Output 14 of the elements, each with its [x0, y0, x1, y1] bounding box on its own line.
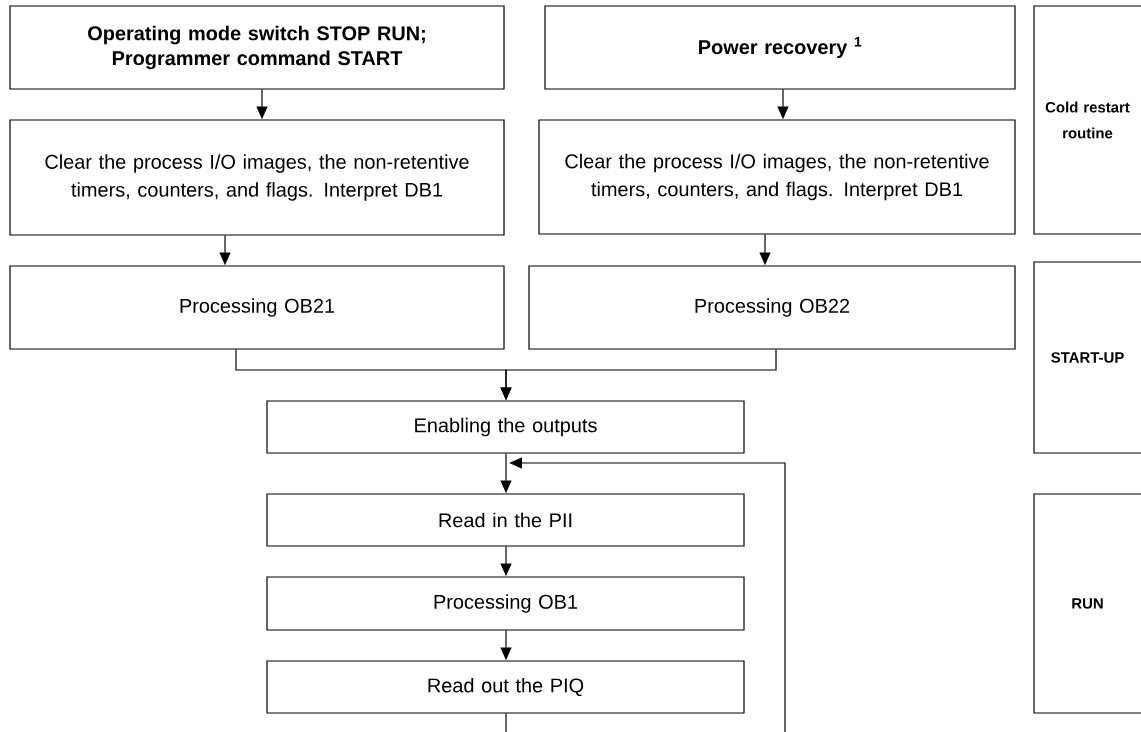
arrow	[509, 457, 786, 732]
process-box: Clear the process I/O images, the non-retentive timers, counters, and flags. Interpret DB1	[9, 119, 505, 236]
event-box: Power recovery $^{1}$	[544, 5, 1016, 90]
phase-box: Cold restart routine	[1033, 5, 1141, 235]
process-box: Processing OB22	[528, 265, 1016, 350]
process-box: Enabling the outputs	[266, 400, 745, 454]
process-box: Processing OB21	[9, 265, 505, 350]
process-box: Processing OB1	[266, 576, 745, 631]
process-box: Clear the process I/O images, the non-retentive timers, counters, and flags. Interpret DB1	[538, 119, 1016, 235]
phase-box: RUN	[1033, 493, 1141, 714]
event-box: Operating mode switch STOP RUN; Programmer command START	[9, 5, 505, 90]
process-box: Read in the PII	[266, 493, 745, 547]
phase-box: START-UP	[1033, 261, 1141, 454]
process-box: Read out the PIQ	[266, 660, 745, 714]
